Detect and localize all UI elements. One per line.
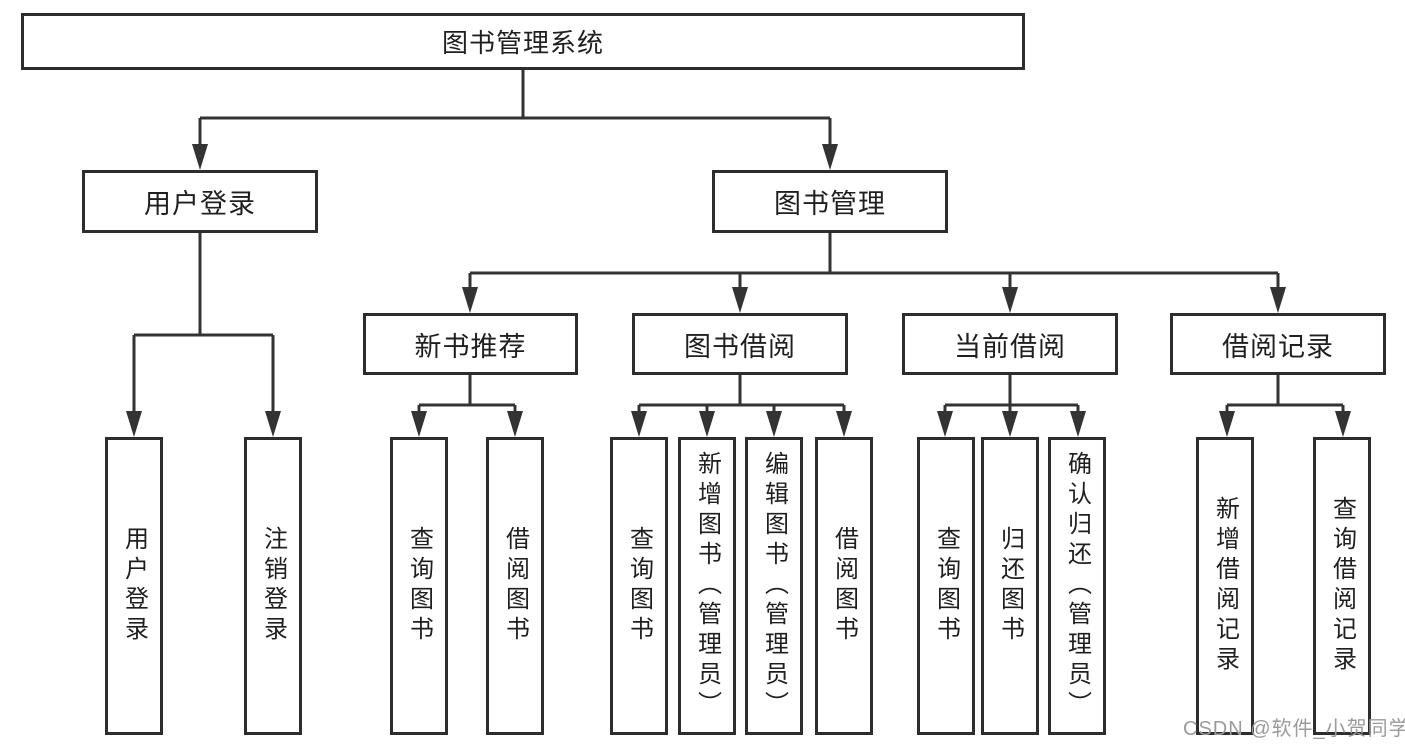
leaf-label: 注销登录 (259, 526, 287, 646)
leaf-label: 查询借阅记录 (1328, 496, 1356, 676)
leaf-label: 新增借阅记录 (1211, 496, 1239, 676)
leaf-return-book: 归还图书 (981, 437, 1039, 735)
arrowheads (126, 144, 1351, 437)
leaf-label: 新增图书（管理员） (693, 451, 721, 721)
leaf-label: 确认归还（管理员） (1063, 451, 1091, 721)
node-book-management: 图书管理 (712, 170, 948, 233)
leaf-query-borrow-record: 查询借阅记录 (1313, 437, 1371, 735)
leaf-label: 查询图书 (932, 526, 960, 646)
node-book-borrow: 图书借阅 (632, 313, 848, 375)
leaf-label: 借阅图书 (830, 526, 858, 646)
leaf-logout-login: 注销登录 (244, 437, 302, 735)
node-borrow-records: 借阅记录 (1170, 313, 1386, 375)
leaf-add-book-admin: 新增图书（管理员） (678, 437, 736, 735)
node-label: 新书推荐 (414, 331, 527, 362)
leaf-label: 借阅图书 (501, 526, 529, 646)
leaf-label: 用户登录 (120, 526, 148, 646)
node-new-book-recommend: 新书推荐 (363, 313, 578, 375)
leaf-query-books-borrow: 查询图书 (610, 437, 668, 735)
node-user-login: 用户登录 (82, 170, 318, 233)
node-library-management-system: 图书管理系统 (21, 13, 1025, 70)
node-label: 借阅记录 (1222, 331, 1334, 362)
leaf-query-books-current: 查询图书 (917, 437, 975, 735)
leaf-label: 查询图书 (625, 526, 653, 646)
leaf-query-books-recommend: 查询图书 (390, 437, 448, 735)
node-label: 用户登录 (144, 189, 256, 219)
leaf-borrow-books: 借阅图书 (815, 437, 873, 735)
leaf-edit-book-admin: 编辑图书（管理员） (745, 437, 803, 735)
node-label: 当前借阅 (954, 331, 1066, 362)
node-label: 图书管理 (774, 189, 886, 219)
node-label: 图书管理系统 (441, 28, 604, 58)
leaf-borrow-books-recommend: 借阅图书 (486, 437, 544, 735)
leaf-label: 编辑图书（管理员） (760, 451, 788, 721)
leaf-add-borrow-record: 新增借阅记录 (1196, 437, 1254, 735)
leaf-label: 归还图书 (996, 526, 1024, 646)
leaf-user-login: 用户登录 (105, 437, 163, 735)
node-current-borrow: 当前借阅 (902, 313, 1118, 375)
leaf-label: 查询图书 (405, 526, 433, 646)
node-label: 图书借阅 (684, 331, 796, 362)
leaf-confirm-return-admin: 确认归还（管理员） (1048, 437, 1106, 735)
